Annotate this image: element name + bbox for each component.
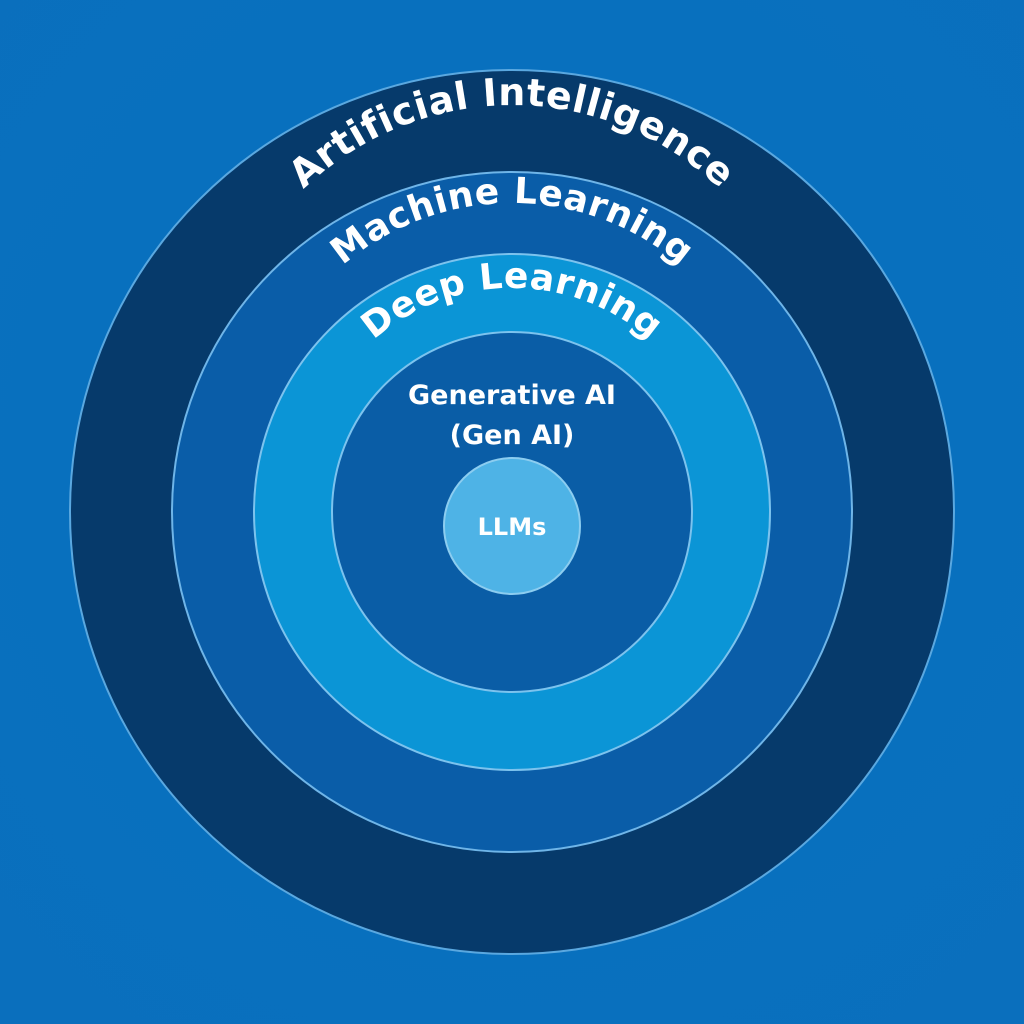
llm-circle xyxy=(443,457,581,595)
llm-label: LLMs xyxy=(478,513,547,541)
genai-label-line1: Generative AI xyxy=(408,380,616,411)
genai-label-line2: (Gen AI) xyxy=(450,420,575,451)
